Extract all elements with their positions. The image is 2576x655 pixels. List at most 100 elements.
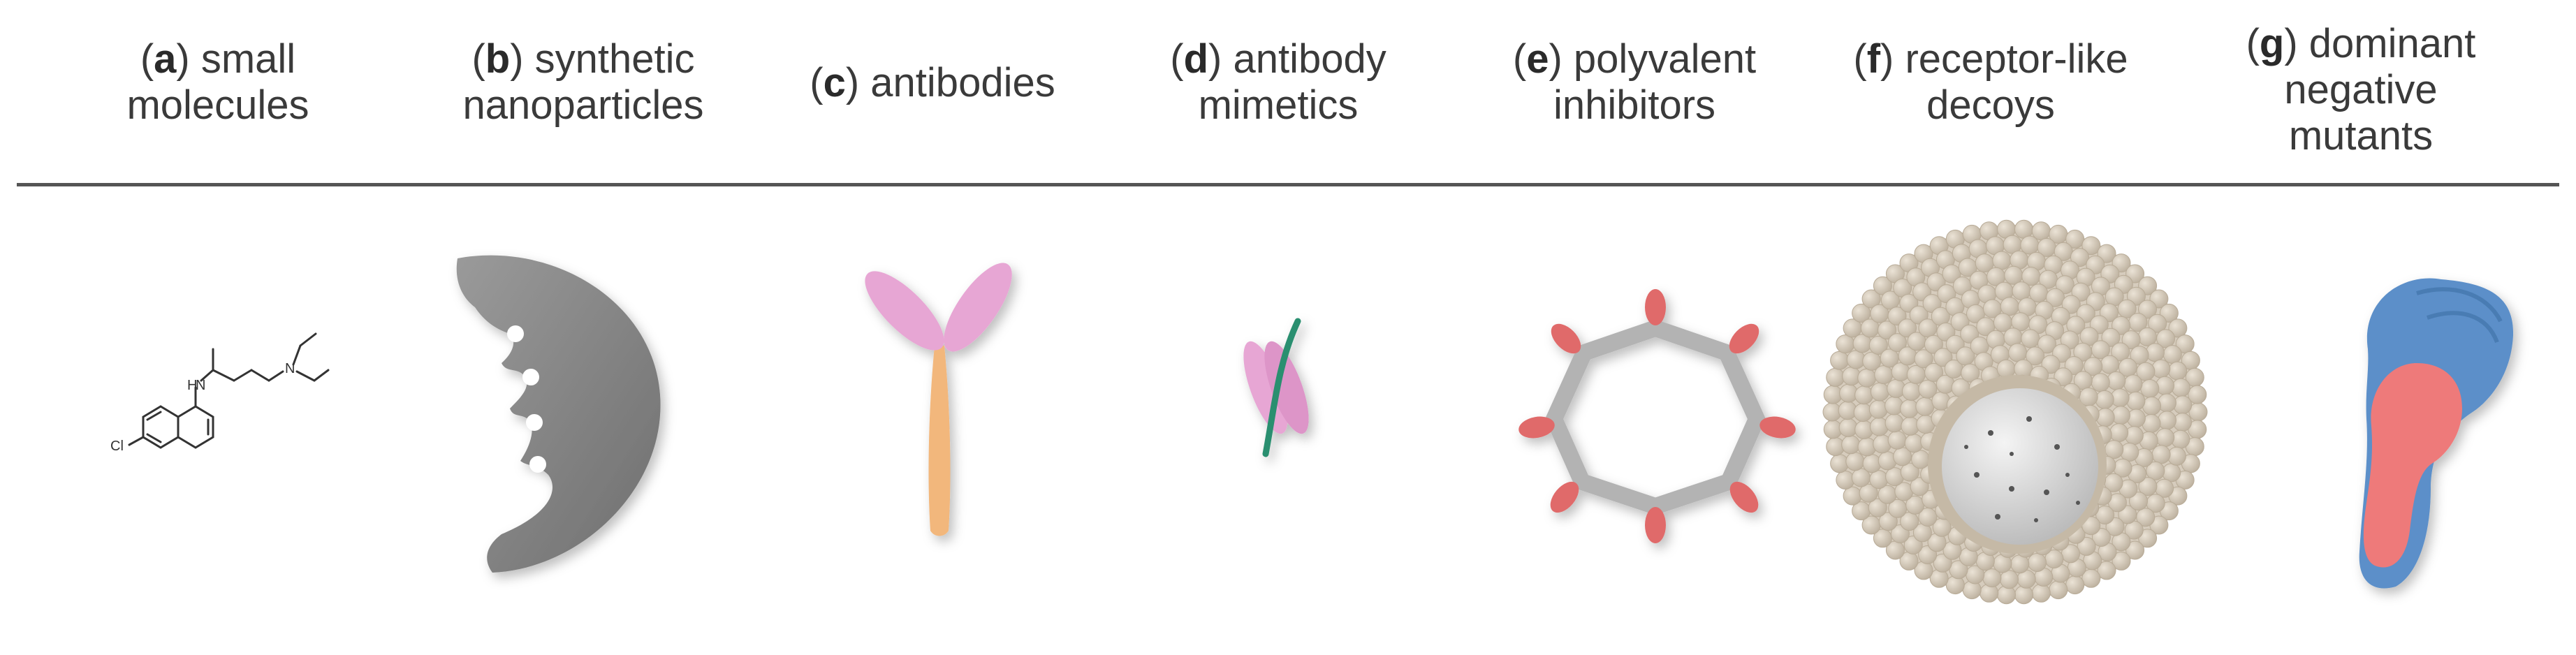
bead [1924,334,1943,354]
label-letter: e [1526,36,1549,82]
bead [2156,428,2175,448]
ethyl-bond [313,369,330,382]
bead [1885,396,1904,415]
label-text: inhibitors [1553,82,1716,128]
ligand-tip [1729,481,1759,513]
bead [2105,440,2124,459]
label-text: negative [2284,67,2438,112]
mimetic-lobe [1264,341,1309,434]
bead [2000,297,2019,316]
bead [2151,445,2171,464]
bead [2073,342,2093,362]
antibody-arm-right [944,263,1012,352]
bead [2065,575,2085,595]
bead [2081,236,2101,256]
bead [1901,381,1921,401]
label-letter: a [154,36,177,82]
atom-n: N [196,378,205,393]
bead [2070,248,2089,267]
bead [2028,553,2047,572]
bead [1914,349,1933,369]
bead [1861,289,1881,309]
ligand-tip [1550,481,1579,513]
mutant-domain-red [2363,363,2462,568]
bead [2049,580,2068,600]
bead [2157,393,2176,413]
bead [2100,355,2119,374]
antibody-stem [928,346,951,536]
bead [1887,333,1907,353]
label-letter: f [1866,36,1881,82]
pocket [529,456,546,473]
bead [2146,461,2165,480]
bead [2055,275,2074,295]
bead [1868,399,1888,419]
pocket [522,369,539,385]
bead [1853,403,1873,422]
label-text: mimetics [1198,82,1359,128]
bead [1906,365,1926,384]
chain-bond [212,369,235,382]
bead [1841,435,1861,455]
panel-labels: (a) small molecules (b) synthetic nanopa… [0,0,2576,175]
label-letter: b [485,36,511,82]
antibody-shape [865,263,1012,536]
bead [1918,379,1938,399]
bead [2097,561,2116,580]
label-letter: d [1183,36,1209,82]
decoy-core [1942,388,2098,545]
antibody-mimetic-shape [1243,318,1309,457]
bead [1869,470,1889,490]
bead [1870,382,1889,402]
double-bond [146,411,162,421]
label-text: molecules [126,82,309,128]
bead [2084,357,2103,376]
bead [1909,305,1929,325]
bead [1904,434,1924,453]
bead [2120,443,2139,462]
bead [1885,413,1904,433]
bead [2138,300,2157,319]
bead [2138,477,2158,496]
label-f: (f) receptor-like decoys [1853,36,2128,128]
bead [2121,330,2141,350]
blue-fold [2427,311,2499,344]
chain-bond [200,369,214,382]
bead [2142,396,2161,415]
bead [2117,299,2137,318]
bead [2065,229,2085,249]
bead [2171,378,2190,397]
bead [2097,244,2116,263]
bead [1887,430,1907,450]
atom-h: H [187,378,197,393]
bead [1836,334,1855,354]
bead [2008,343,2028,362]
bead [2037,334,2056,354]
core-dots [1964,416,2080,522]
bead [2101,328,2121,347]
label-a: (a) small molecules [126,36,309,128]
pocket [526,414,543,431]
bead [1836,470,1855,490]
label-text: antibody [1233,36,1386,82]
bead [1911,450,1931,469]
bead [2031,583,2051,603]
ligand-tip [1729,323,1759,354]
bead [1933,553,1952,573]
header-divider [17,183,2559,186]
bead [1878,512,1898,531]
bead [1859,483,1878,503]
bead [2148,314,2167,333]
bead [2061,295,2081,314]
scaffold-ring [1544,319,1766,515]
bead [1826,367,1845,387]
bead [2010,554,2030,574]
ethyl-bond [299,332,317,347]
label-text: decoys [1926,82,2055,128]
label-text: polyvalent [1573,36,1757,82]
chloro-bond [128,436,145,446]
double-bond [146,433,162,443]
bead [1898,318,1917,338]
bead [2014,219,2033,239]
